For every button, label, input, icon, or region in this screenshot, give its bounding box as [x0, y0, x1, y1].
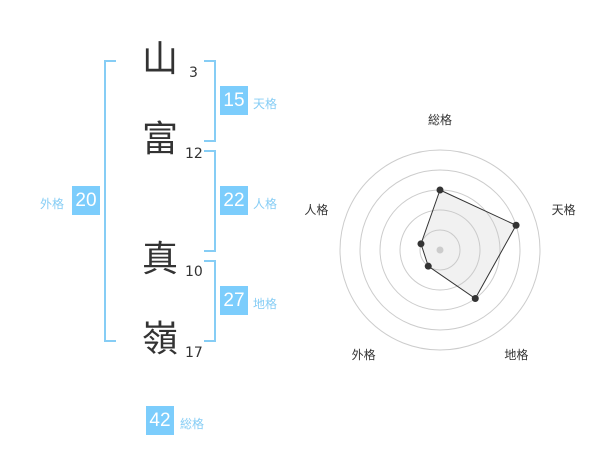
radar-point [512, 221, 520, 229]
gaikaku-label: 外格 [40, 197, 65, 211]
jinkaku-label: 人格 [253, 197, 278, 211]
radar-axis-label: 外格 [352, 347, 376, 362]
stroke-count-1: 3 [189, 65, 198, 81]
stroke-count-2: 12 [185, 146, 203, 162]
radar-ring [419, 229, 461, 271]
jinkaku-bracket [204, 150, 216, 252]
stroke-count-3: 10 [185, 264, 203, 280]
stroke-count-4: 17 [185, 345, 203, 361]
name-char-3: 真 [141, 239, 178, 280]
radar-point [424, 262, 432, 270]
jinkaku-value: 22 [220, 186, 248, 215]
name-char-1: 山 [141, 39, 178, 80]
radar-ring [399, 209, 481, 291]
radar-center [436, 246, 444, 254]
radar-ring [339, 149, 541, 351]
chikaku-label: 地格 [253, 297, 278, 311]
chikaku-bracket [204, 260, 216, 342]
radar-point [471, 295, 479, 303]
radar-point [436, 186, 444, 194]
soukaku-value: 42 [146, 406, 174, 435]
radar-point [417, 240, 425, 248]
gaikaku-value: 20 [72, 186, 100, 215]
radar-axis-label: 地格 [504, 347, 528, 362]
radar-ring [359, 169, 521, 331]
radar-axis-label: 天格 [552, 202, 576, 217]
radar-axis-label: 総格 [428, 112, 452, 127]
tenkaku-label: 天格 [253, 97, 278, 111]
radar-area [420, 189, 517, 300]
soukaku-label: 総格 [180, 417, 205, 431]
chikaku-value: 27 [220, 286, 248, 315]
radar-axis-label: 人格 [304, 202, 328, 217]
tenkaku-value: 15 [220, 86, 248, 115]
name-char-2: 富 [141, 119, 178, 160]
name-char-4: 嶺 [141, 319, 178, 360]
tenkaku-bracket [204, 60, 216, 142]
gaikaku-bracket [104, 60, 116, 342]
